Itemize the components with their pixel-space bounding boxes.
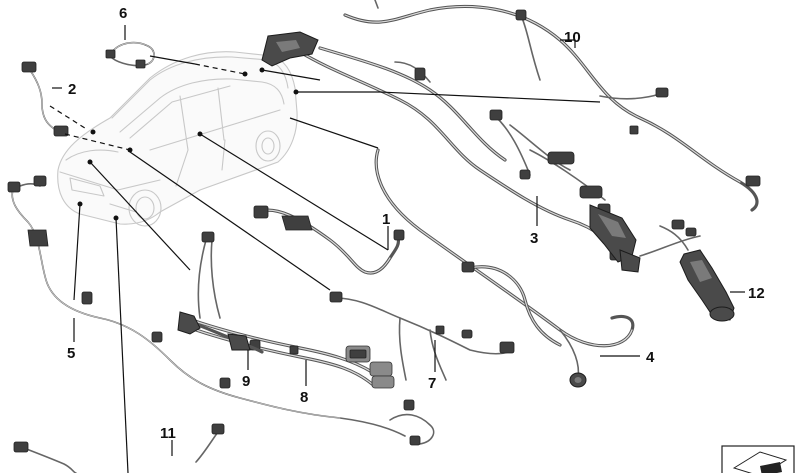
- arrow-box-icon: [721, 445, 795, 473]
- callout-12: 12: [748, 285, 765, 302]
- wiring-harness-main-body: [261, 31, 641, 273]
- callout-9: 9: [242, 373, 250, 390]
- callout-1: 1: [382, 211, 390, 228]
- wiring-harness-front: [184, 231, 395, 389]
- callout-11: 11: [160, 425, 176, 442]
- car-outline-icon: [57, 51, 298, 227]
- callout-10: 10: [564, 29, 581, 46]
- sensor-lead-small: [13, 423, 225, 473]
- callout-2: 2: [68, 81, 76, 98]
- wiring-lead-small: [105, 41, 155, 69]
- wiring-harness-short: [253, 205, 405, 275]
- wiring-harness-middle: [329, 261, 562, 381]
- leader-lines: [49, 25, 745, 473]
- callout-7: 7: [428, 375, 436, 392]
- callout-8: 8: [300, 389, 308, 406]
- sensor-lead-front: [21, 61, 69, 137]
- battery-cable: [177, 311, 264, 354]
- callout-4: 4: [646, 349, 655, 366]
- wiring-harness-roof: [343, 0, 761, 212]
- callout-5: 5: [67, 345, 75, 362]
- callout-3: 3: [530, 230, 538, 247]
- callout-6: 6: [119, 5, 127, 22]
- wiring-harness-bumper: [7, 175, 435, 446]
- grommet-rear: [639, 219, 735, 322]
- wiring-harness-rear: [374, 148, 635, 388]
